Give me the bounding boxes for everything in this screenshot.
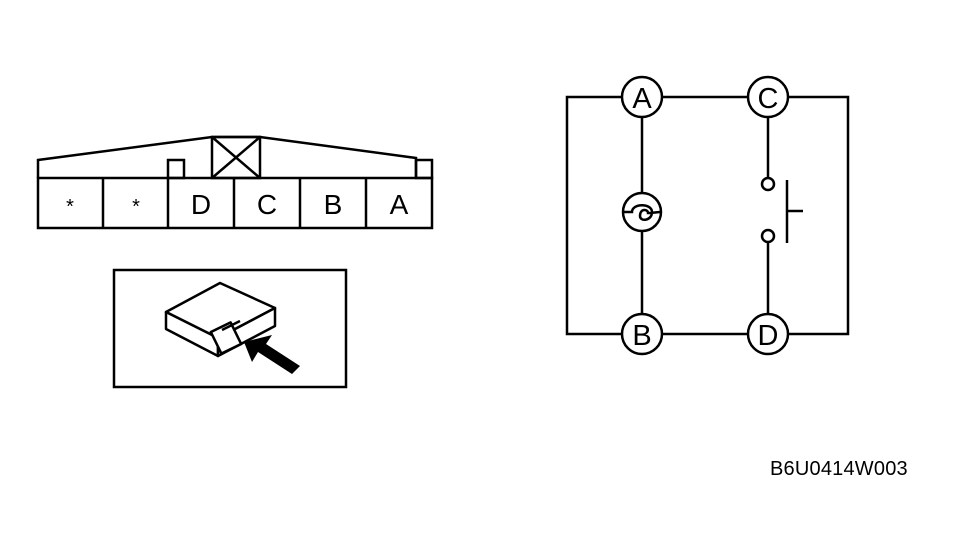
- terminal-b: [620, 312, 664, 356]
- terminal-label-c: C: [758, 83, 779, 115]
- pin-label: B: [324, 189, 343, 220]
- pin-label: *: [66, 196, 74, 218]
- terminal-d: [746, 312, 790, 356]
- terminal-label-b: B: [632, 320, 651, 352]
- outer-wire-left: [565, 95, 622, 336]
- terminal-label-d: D: [758, 320, 779, 352]
- connector-housing-outline: [36, 135, 418, 178]
- terminal-label-a: A: [632, 83, 652, 115]
- connector-latch-cross-2: [211, 136, 261, 179]
- module-connector-socket: [209, 321, 243, 355]
- figure-code: B6U0414W003: [770, 458, 908, 480]
- pin-label: D: [191, 189, 211, 220]
- terminal-labels: A C B D: [632, 83, 778, 352]
- connector-side-tab: [414, 158, 434, 180]
- terminal-a: [620, 75, 664, 119]
- module-socket-line: [221, 319, 241, 332]
- connector-face: [36, 135, 434, 230]
- relay-module-icon: [164, 281, 277, 358]
- location-arrow-icon: [244, 335, 300, 374]
- circuit-schematic: [565, 75, 850, 356]
- connector-pin-labels: * * D C B A: [66, 189, 409, 220]
- pin-label: C: [257, 189, 277, 220]
- pin-label: *: [132, 196, 140, 218]
- terminal-c: [746, 75, 790, 119]
- outer-wire-right: [788, 95, 850, 336]
- pin-label: A: [390, 189, 409, 220]
- connector-lock-tab: [166, 158, 186, 180]
- inset-frame: [112, 268, 348, 389]
- switch-icon: [760, 176, 803, 244]
- lamp-icon: [621, 191, 663, 233]
- location-inset: [112, 268, 348, 389]
